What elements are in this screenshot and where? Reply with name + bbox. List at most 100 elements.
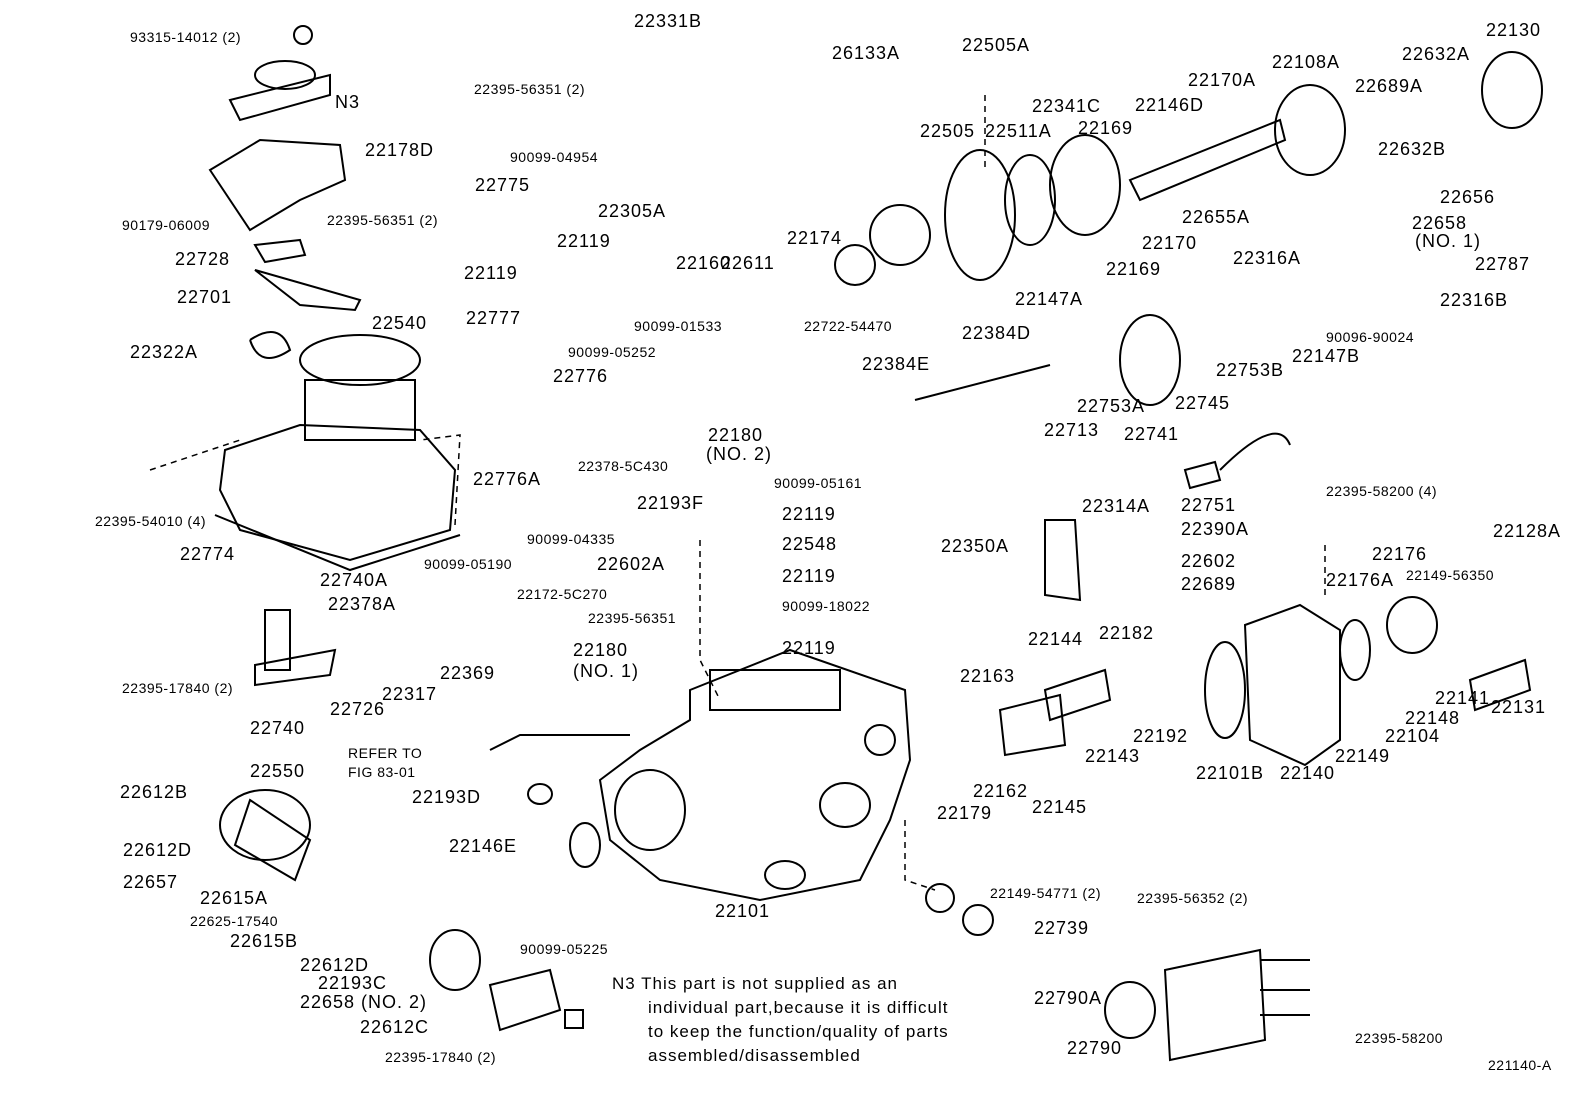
part-label: (NO. 1) <box>1415 231 1482 251</box>
part-label: N3 <box>335 92 361 112</box>
note-line: assembled/disassembled <box>648 1046 861 1065</box>
part-label: 22790A <box>1034 988 1103 1008</box>
part-label: 22395-56351 (2) <box>474 81 586 97</box>
part-label: 22741 <box>1124 424 1180 444</box>
part-label: 90099-05190 <box>424 556 513 572</box>
distributor-head-22140 <box>998 596 1532 767</box>
part-label: 22612B <box>120 782 189 802</box>
part-label: 90179-06009 <box>122 217 211 233</box>
part-label: 22101B <box>1196 763 1265 783</box>
part-label: 22632A <box>1402 44 1471 64</box>
part-label: 22505A <box>962 35 1031 55</box>
part-label: 22305A <box>598 201 667 221</box>
part-label: 22101 <box>715 901 771 921</box>
part-label: 22550 <box>250 761 306 781</box>
part-label: 22316A <box>1233 248 1302 268</box>
part-label: 90099-01533 <box>634 318 723 334</box>
part-label: 22395-58200 (4) <box>1326 483 1438 499</box>
part-label: 22314A <box>1082 496 1151 516</box>
part-label: 22548 <box>782 534 838 554</box>
part-label: 22395-17840 (2) <box>385 1049 497 1065</box>
part-label: 22505 <box>920 121 976 141</box>
part-label: 22689A <box>1355 76 1424 96</box>
part-label: 22119 <box>557 231 611 251</box>
part-label: 90099-18022 <box>782 598 871 614</box>
part-label: 22612C <box>360 1017 430 1037</box>
part-label: 22751 <box>1181 495 1237 515</box>
part-label: 22655A <box>1182 207 1251 227</box>
part-label: 22176 <box>1372 544 1428 564</box>
part-label: 22395-56352 (2) <box>1137 890 1249 906</box>
part-label: 22689 <box>1181 574 1237 594</box>
note-line: individual part,because it is difficult <box>648 998 949 1017</box>
part-label: 26133A <box>832 43 901 63</box>
part-label: 22172-5C270 <box>517 586 608 602</box>
dashed-alignment-lines <box>149 95 1326 891</box>
part-label: 22341C <box>1032 96 1102 116</box>
drive-assembly <box>834 51 1543 406</box>
part-label: 22656 <box>1440 187 1496 207</box>
part-label: 22148 <box>1405 708 1461 728</box>
part-label: 22378A <box>328 594 397 614</box>
part-label: 22128A <box>1493 521 1562 541</box>
part-label: 22316B <box>1440 290 1509 310</box>
part-label: FIG 83-01 <box>348 764 416 780</box>
part-label: (NO. 2) <box>706 444 773 464</box>
part-label: 22615B <box>230 931 299 951</box>
part-label: 22130 <box>1486 20 1542 40</box>
part-label: 22144 <box>1028 629 1084 649</box>
part-label: 22722-54470 <box>804 318 893 334</box>
part-label: 22713 <box>1044 420 1100 440</box>
part-label: 22658 (NO. 2) <box>300 992 428 1012</box>
lower-parts <box>219 432 1310 1062</box>
part-label: 22775 <box>475 175 531 195</box>
part-label: 22602A <box>597 554 666 574</box>
part-label: 22176A <box>1326 570 1395 590</box>
part-label: 22511A <box>985 121 1052 141</box>
n3-footnote: N3 This part is not supplied as an indiv… <box>612 972 949 1068</box>
part-label: 22395-17840 (2) <box>122 680 234 696</box>
part-label: 22728 <box>175 249 231 269</box>
part-label: 221140-A <box>1488 1057 1552 1073</box>
part-label: 22169 <box>1078 118 1134 138</box>
part-label: 22119 <box>464 263 518 283</box>
part-label: 22378-5C430 <box>578 458 669 474</box>
part-label: 22180 <box>708 425 764 445</box>
part-label: 22108A <box>1272 52 1341 72</box>
part-label: 22776A <box>473 469 542 489</box>
part-label: 90099-04335 <box>527 531 616 547</box>
part-label: 22625-17540 <box>190 913 279 929</box>
part-label: 22146D <box>1135 95 1205 115</box>
part-label: 22147A <box>1015 289 1084 309</box>
part-label: 22790 <box>1067 1038 1123 1058</box>
part-label: 22611 <box>721 253 775 273</box>
part-label: 22612D <box>123 840 193 860</box>
part-label: 22170 <box>1142 233 1198 253</box>
part-label: 22169 <box>1106 259 1162 279</box>
part-label: 90099-05252 <box>568 344 657 360</box>
part-label: 22776 <box>553 366 609 386</box>
part-label: 22726 <box>330 699 386 719</box>
upper-parts <box>208 25 362 359</box>
note-line: N3 This part is not supplied as an <box>612 974 898 993</box>
part-label: 22322A <box>130 342 199 362</box>
part-label: 22163 <box>960 666 1016 686</box>
part-label: 22119 <box>782 504 836 524</box>
part-label: 22119 <box>782 566 836 586</box>
part-label: 22774 <box>180 544 236 564</box>
part-label: 22174 <box>787 228 843 248</box>
part-label: 22777 <box>466 308 522 328</box>
part-label: 22131 <box>1491 697 1547 717</box>
part-label: 22193F <box>637 493 705 513</box>
part-label: 93315-14012 (2) <box>130 29 242 45</box>
part-label: 22390A <box>1181 519 1250 539</box>
part-label: 22787 <box>1475 254 1531 274</box>
part-label: 22384D <box>962 323 1032 343</box>
part-label: 22160 <box>676 253 732 273</box>
part-label: 22317 <box>382 684 438 704</box>
part-label: 90096-90024 <box>1326 329 1415 345</box>
part-label: 22193C <box>318 973 388 993</box>
pump-body-22101 <box>598 648 912 902</box>
part-label: 22180 <box>573 640 629 660</box>
